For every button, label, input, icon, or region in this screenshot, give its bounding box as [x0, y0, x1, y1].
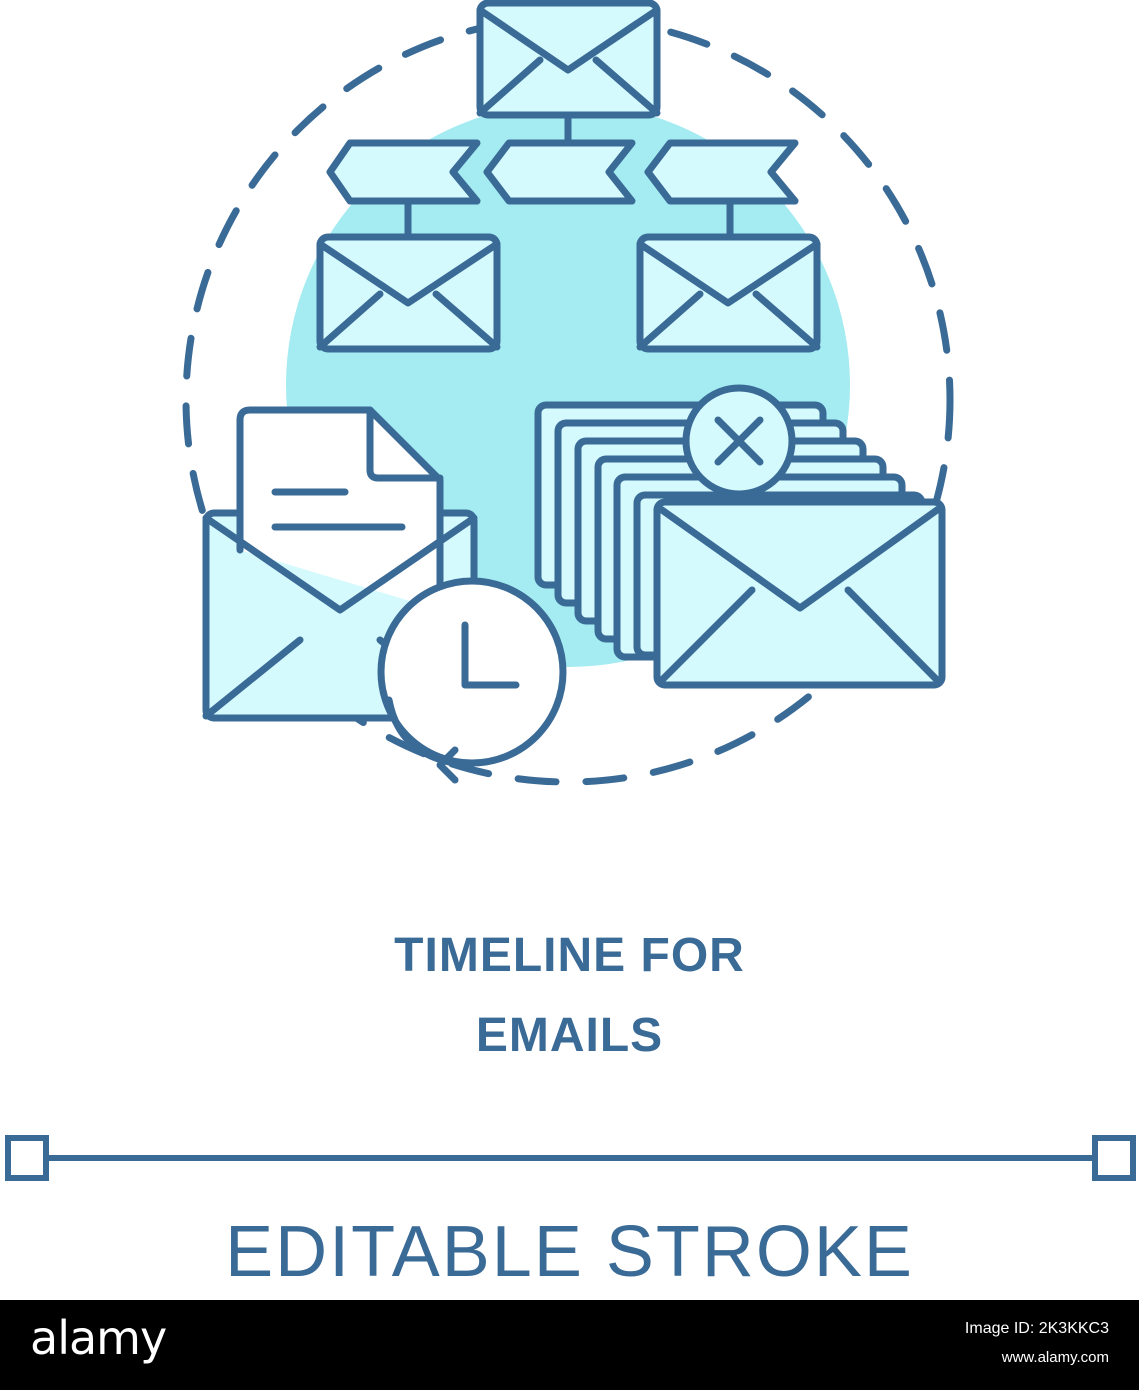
title-line-1: TIMELINE FOR: [394, 929, 745, 982]
center-ribbon-icon: [483, 139, 636, 205]
editable-stroke-bar: [5, 1135, 1136, 1181]
alamy-logo: alamy: [30, 1311, 167, 1365]
left-envelope-icon: [316, 233, 501, 353]
editable-stroke-label: EDITABLE STROKE: [225, 1212, 914, 1292]
watermark-band: [0, 1300, 1139, 1390]
timeline-for-emails-illustration: [182, 0, 954, 786]
title-line-2: EMAILS: [475, 1009, 664, 1062]
image-id-label: Image ID: 2K3KKC3: [964, 1320, 1109, 1337]
left-ribbon-icon: [326, 139, 481, 205]
right-ribbon-icon: [644, 139, 799, 205]
cancel-x-icon: [682, 384, 796, 498]
right-handle-icon: [1092, 1135, 1136, 1181]
left-handle-icon: [5, 1135, 49, 1181]
watermark-url: www.alamy.com: [1001, 1349, 1109, 1366]
top-envelope-icon: [476, 0, 661, 119]
right-envelope-icon: [636, 233, 821, 353]
clock-icon: [377, 577, 567, 784]
